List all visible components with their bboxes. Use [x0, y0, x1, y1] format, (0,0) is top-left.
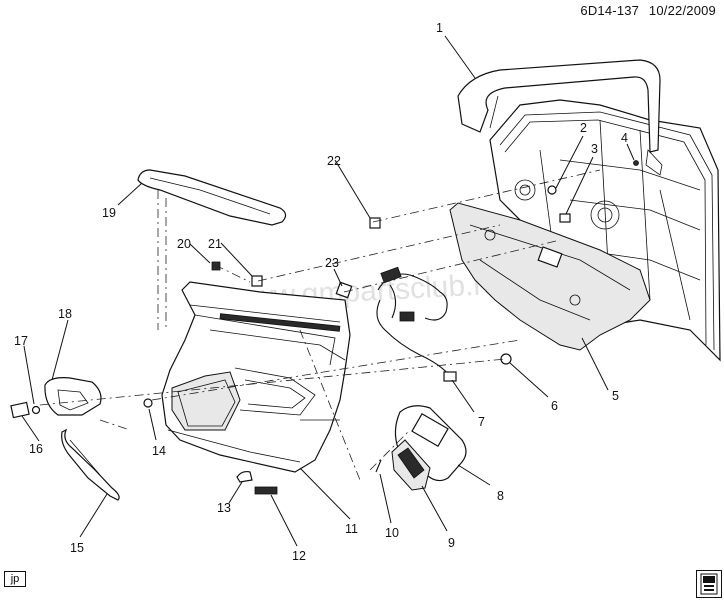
part-2-fastener	[547, 185, 557, 195]
callout-8: 8	[497, 489, 504, 503]
diagram-date: 10/22/2009	[648, 3, 716, 18]
callout-14: 14	[152, 444, 166, 458]
diagram-code: 6D14-137	[580, 3, 640, 18]
part-10-pin	[375, 459, 382, 473]
part-22-retainer	[369, 217, 381, 229]
fasteners	[31, 160, 639, 495]
callout-11: 11	[345, 522, 358, 536]
part-7-wiring-harness	[376, 266, 457, 382]
callout-9: 9	[448, 536, 455, 550]
callout-13: 13	[217, 501, 231, 515]
callout-4: 4	[621, 131, 628, 145]
diagram-header: 6D14-137 10/22/2009	[580, 3, 716, 18]
callout-18: 18	[58, 307, 72, 321]
callout-15: 15	[70, 541, 84, 555]
callout-23: 23	[325, 256, 339, 270]
part-18-bezel	[44, 377, 102, 416]
part-16-clip	[10, 401, 30, 419]
alignment-lines	[39, 169, 601, 481]
part-12-lock-bracket	[254, 486, 278, 495]
callout-16: 16	[29, 442, 43, 456]
callout-22: 22	[327, 154, 341, 168]
callout-numbers: 1 2 3 4 5 6 7 8 9 10 11 12 13 14 15 16 1…	[14, 21, 628, 563]
part-5-water-deflector	[449, 202, 651, 351]
callout-2: 2	[580, 121, 587, 135]
callout-10: 10	[385, 526, 399, 540]
gm-spo-logo-icon	[700, 573, 718, 595]
part-15-trim-strip	[61, 428, 120, 501]
callout-20: 20	[177, 237, 191, 251]
callout-19: 19	[102, 206, 116, 220]
part-19-upper-trim	[137, 169, 287, 226]
part-4-screw	[633, 160, 639, 166]
corner-tag-text: jp	[10, 573, 20, 585]
part-11-door-trim-panel	[161, 281, 351, 473]
callout-7: 7	[478, 415, 485, 429]
part-13-clip	[236, 470, 253, 483]
callout-1: 1	[436, 21, 443, 35]
gm-spo-logo	[696, 570, 722, 598]
leader-lines	[21, 35, 635, 547]
part-23-clip	[335, 281, 353, 299]
callout-17: 17	[14, 334, 28, 348]
part-14-screw	[143, 398, 153, 408]
callout-6: 6	[551, 399, 558, 413]
part-1-window-channel	[457, 59, 663, 176]
part-21-retainer	[251, 275, 263, 287]
callout-21: 21	[208, 237, 222, 251]
callout-3: 3	[591, 142, 598, 156]
part-17-screw	[31, 405, 41, 415]
corner-tag: jp	[4, 571, 26, 587]
callout-5: 5	[612, 389, 619, 403]
callout-12: 12	[292, 549, 306, 563]
part-9-window-switch	[391, 439, 431, 491]
part-20-clip	[211, 261, 221, 271]
door-frame	[489, 99, 721, 362]
part-3-clip	[559, 213, 571, 223]
